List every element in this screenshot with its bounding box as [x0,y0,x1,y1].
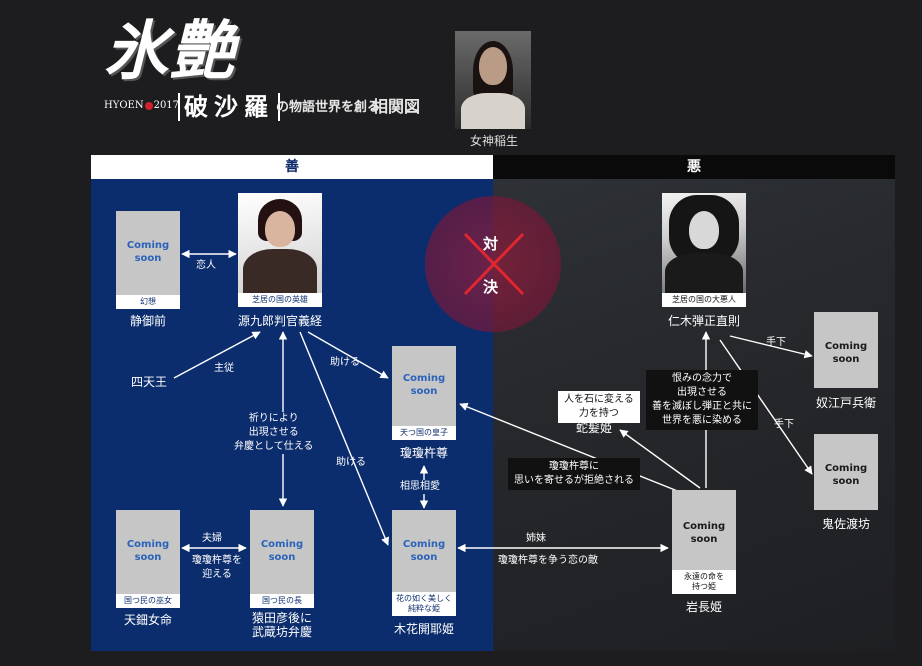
line-henchman-1 [729,335,813,359]
good-side-header: 善 [91,155,493,179]
name-shitenno: 四天王 [130,375,167,389]
goddess-portrait [455,31,531,129]
relation-rival: 瓊瓊杵尊を争う恋の敵 [498,555,598,566]
name-iwanaga: 岩長姫 [685,600,722,614]
line-summon-jagami [619,429,701,489]
versus-cross-icon [463,232,525,296]
versus-bottom: 決 [483,278,499,296]
name-konohana: 木花開耶姫 [393,622,454,636]
name-yakko: 奴江戸兵衛 [815,396,876,410]
caption-ninigi: 天つ国の皇子 [392,426,456,440]
relation-rejected: 瓊瓊杵尊に 思いを寄せるが拒絶される [508,458,640,490]
relation-couple: 夫婦 [202,533,222,544]
caption-yoshitsune: 芝居の国の英雄 [238,293,322,307]
relation-help-2: 助ける [336,457,366,468]
line-master-servant [173,331,261,379]
logo-small-right: 2017 [153,100,180,111]
caption-uzume: 国つ民の巫女 [116,594,180,608]
logo-year: HYOEN 2017 [104,100,179,111]
page-title: 相関図 [372,97,421,116]
card-yoshitsune: 芝居の国の英雄 [238,293,322,307]
goddess-name: 女神稲生 [469,134,518,148]
evil-side-header: 悪 [493,155,895,179]
name-jagami: 蛇髪姫 [575,421,612,435]
tagline: の物語世界を創る [276,100,381,115]
relation-welcome: 瓊瓊杵尊を 迎える [192,555,242,580]
relation-benkei: 祈りにより 出現させる 弁慶として仕える [234,412,314,454]
line-rejected [459,402,681,493]
caption-konohana: 花の如く美しく 純粋な姫 [392,592,456,616]
relation-stone: 人を石に変える 力を持つ [558,391,640,423]
relation-help-1: 助ける [330,357,360,368]
name-shizuka: 静御前 [129,314,166,328]
name-kisa: 鬼佐渡坊 [821,517,870,531]
relation-grudge: 恨みの念力で 出現させる 善を滅ぼし弾正と共に 世界を悪に染める [646,370,758,430]
logo-subtitle: 破沙羅 [178,93,280,121]
name-uzume: 天鈿女命 [123,613,172,627]
portrait-niki [662,193,746,293]
caption-sarutahiko: 国つ民の長 [250,594,314,608]
relation-lovers: 恋人 [196,260,216,271]
relation-henchman-1: 手下 [766,337,786,348]
relation-master-servant: 主従 [214,363,234,374]
caption-niki: 芝居の国の大悪人 [662,293,746,307]
logo-title: 氷艶 [104,14,236,89]
caption-shizuka: 幻想 [116,295,180,309]
name-sarutahiko: 猿田彦後に 武蔵坊弁慶 [251,611,312,639]
relation-mutual-love: 相思相愛 [400,480,440,494]
logo-small-left: HYOEN [104,100,144,111]
line-henchman-2 [719,339,813,475]
relation-henchman-2: 手下 [774,419,794,430]
red-dot-icon [144,101,153,110]
portrait-yoshitsune [238,193,322,293]
relation-sisters: 姉妹 [526,533,546,544]
name-ninigi: 瓊瓊杵尊 [399,446,448,460]
name-yoshitsune: 源九郎判官義経 [237,314,322,328]
card-niki: 芝居の国の大悪人 [662,293,746,307]
line-help-1 [307,331,389,379]
line-help-2 [299,331,389,546]
name-niki: 仁木弾正直則 [667,314,740,328]
versus-top: 対 [483,235,499,253]
caption-iwanaga: 永遠の命を 持つ姫 [672,570,736,594]
